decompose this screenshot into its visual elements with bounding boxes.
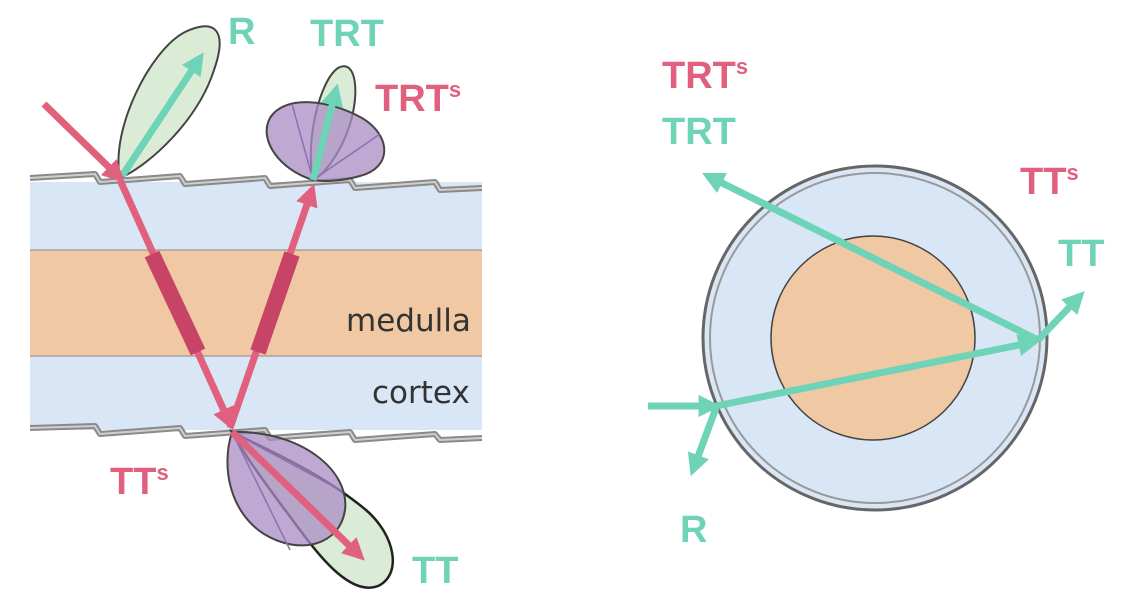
r-reflection-cross [687,406,720,477]
r-reflection-arrow [119,52,204,178]
cortex-layer-top [30,182,482,252]
trt-exit-arrow [309,83,343,181]
cortex-layer-bottom [30,356,482,430]
right-label-r: R [680,509,707,551]
right-label-trt: TRT [662,111,736,153]
hair-cross-section: TRTs TRT TTs TT R [648,54,1104,551]
trt-ray-cross [701,172,1040,344]
tt-exit-cross [1035,291,1085,343]
incident-ray [41,101,125,183]
longitudinal-hair-section: medulla cortex R TRT TRTs TTs TT [29,11,483,592]
medulla-core [770,235,976,441]
left-label-r: R [228,11,255,53]
cortex-label: cortex [372,375,470,411]
left-label-trt-s: TRTs [375,77,461,120]
medulla-label: medulla [346,303,471,339]
transmitted-ray-cross [715,334,1041,410]
tt-exit-arrow [229,429,365,561]
right-label-tt: TT [1058,233,1104,275]
left-label-tt-s: TTs [110,460,169,503]
left-label-trt: TRT [310,13,384,55]
right-label-tt-s: TTs [1020,160,1079,203]
left-label-tt: TT [412,550,458,592]
right-label-trt-s: TRTs [662,54,748,97]
